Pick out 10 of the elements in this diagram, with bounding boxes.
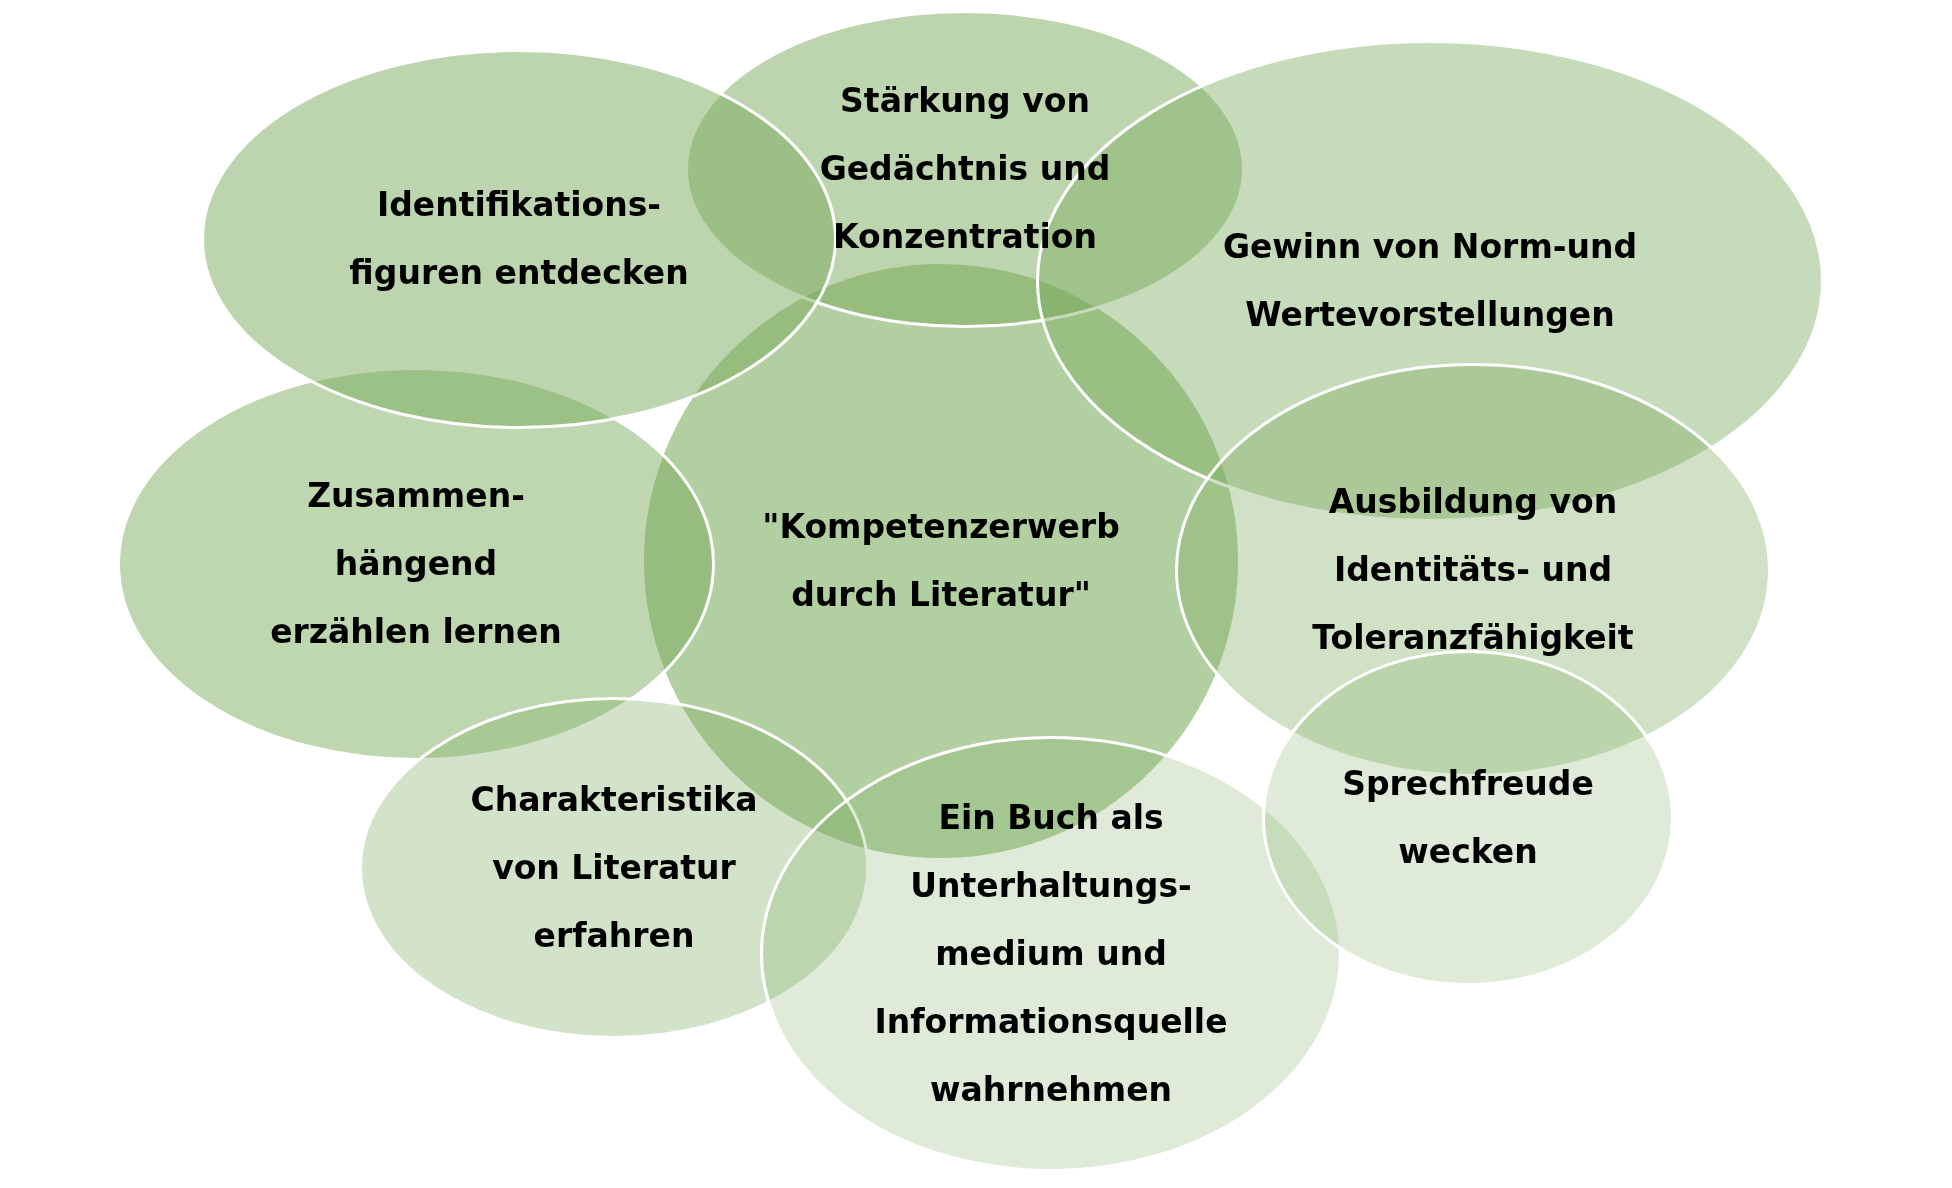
topic-label: Gewinn von Norm-und Wertevorstellungen [1221,226,1639,336]
topic-ellipse [760,736,1342,1172]
central-topic-label: "Kompetenzerwerb durch Literatur" [761,506,1121,616]
topic-label: Identifikations- figuren entdecken [348,184,690,294]
topic-label: Zusammen- hängend erzählen lernen [269,475,563,653]
topic-label: Ausbildung von Identitäts- und Toleranzfähigkeit [1311,481,1635,659]
topic-label: Stärkung von Gedächtnis und Konzentration [818,80,1112,258]
topic-label: Ein Buch als Unterhaltungs- medium und Informationsquelle wahrnehmen [873,797,1229,1111]
topic-label: Charakteristika von Literatur erfahren [469,779,759,957]
topic-label: Sprechfreude wecken [1341,763,1595,873]
